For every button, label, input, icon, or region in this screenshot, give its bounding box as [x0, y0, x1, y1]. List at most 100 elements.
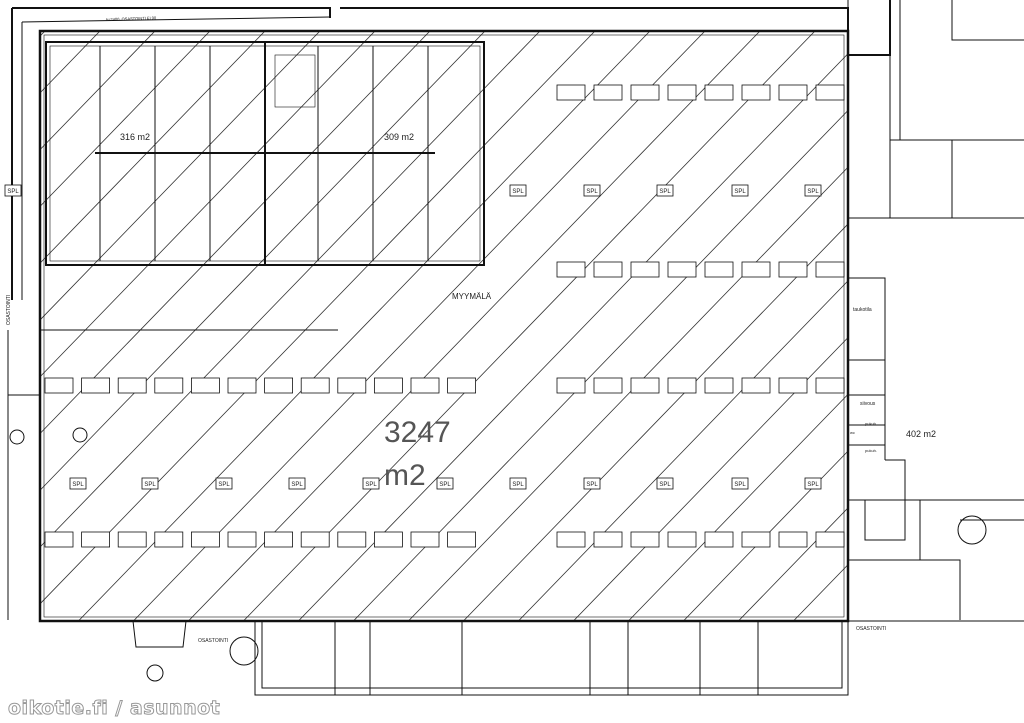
spl-label: SPL — [659, 482, 671, 488]
shelf-unit — [667, 261, 697, 278]
hatch-line — [40, 31, 211, 208]
spl-marker — [731, 477, 749, 490]
shelf-unit — [373, 377, 403, 394]
room-402-label: 402 m2 — [906, 429, 936, 439]
hatch-line — [40, 31, 321, 321]
taukotila-label: taukotila — [853, 307, 872, 313]
shelf-unit — [815, 84, 845, 101]
hatch-line — [40, 31, 431, 435]
shelf-unit — [227, 531, 257, 548]
hatch-line — [77, 31, 651, 621]
shelf-unit — [815, 531, 845, 548]
spl-marker — [69, 477, 87, 490]
spl-marker — [4, 184, 22, 197]
spl-marker — [583, 184, 601, 197]
spl-marker — [362, 477, 380, 490]
shelf-unit — [667, 531, 697, 548]
shelf-unit — [778, 377, 808, 394]
spl-marker — [436, 477, 454, 490]
spl-label: SPL — [807, 189, 819, 195]
shelf-unit — [741, 531, 771, 548]
shelf-unit — [373, 531, 403, 548]
shelf-unit — [704, 531, 734, 548]
hatch-line — [462, 223, 848, 621]
pukuh-label-1: pukuh. — [865, 421, 877, 426]
shelf-unit — [667, 377, 697, 394]
hatch-line — [847, 620, 848, 621]
wc-label: wc — [850, 430, 855, 435]
shelf-unit — [117, 531, 147, 548]
spl-marker — [583, 477, 601, 490]
spl-label: SPL — [586, 189, 598, 195]
shelf-unit — [741, 261, 771, 278]
shelf-unit — [593, 531, 623, 548]
room-309-label: 309 m2 — [384, 132, 414, 142]
shelf-unit — [741, 84, 771, 101]
shelf-unit — [593, 261, 623, 278]
spl-marker — [804, 184, 822, 197]
hatching — [40, 0, 1024, 640]
shelf-unit — [227, 377, 257, 394]
shelf-unit — [264, 377, 294, 394]
shelf-unit — [815, 261, 845, 278]
hatch-line — [885, 0, 1024, 640]
shelf-unit — [704, 84, 734, 101]
shelf-unit — [556, 531, 586, 548]
watermark: oikotie.fi / asunnot — [7, 697, 221, 720]
shelf-unit — [447, 377, 477, 394]
spl-label: SPL — [439, 482, 451, 488]
shelving-fixtures — [4, 84, 845, 548]
spl-label: SPL — [144, 482, 156, 488]
shelf-unit — [556, 261, 586, 278]
shelf-unit — [556, 84, 586, 101]
myymala-label: MYYMÄLÄ — [452, 292, 492, 301]
spl-marker — [656, 184, 674, 197]
shelf-unit — [556, 377, 586, 394]
hatch-line — [40, 31, 156, 151]
shelf-unit — [300, 531, 330, 548]
spl-label: SPL — [807, 482, 819, 488]
shelf-unit — [410, 531, 440, 548]
shelf-unit — [44, 377, 74, 394]
shelf-unit — [778, 531, 808, 548]
shelf-unit — [190, 377, 220, 394]
spl-marker — [288, 477, 306, 490]
shelf-unit — [630, 531, 660, 548]
top-wall-note: h=2400, OSASTOINTI EI 90 — [106, 15, 157, 22]
shelf-unit — [630, 84, 660, 101]
spl-marker — [804, 477, 822, 490]
shelf-unit — [593, 84, 623, 101]
hatch-line — [40, 31, 266, 264]
spl-label: SPL — [586, 482, 598, 488]
shelf-unit — [704, 261, 734, 278]
shelf-unit — [778, 261, 808, 278]
spl-marker — [509, 477, 527, 490]
spl-label: SPL — [659, 189, 671, 195]
main-area-number: 3247 — [384, 416, 451, 449]
spl-marker — [731, 184, 749, 197]
shelf-unit — [154, 531, 184, 548]
spl-label: SPL — [218, 482, 230, 488]
osastointi-label-right: OSASTOINTI — [856, 626, 886, 632]
spl-label: SPL — [291, 482, 303, 488]
shelf-unit — [741, 377, 771, 394]
labels: 316 m2 309 m2 MYYMÄLÄ 3247 m2 402 m2 tau… — [6, 15, 936, 644]
shelf-unit — [337, 377, 367, 394]
osastointi-label-bottom: OSASTOINTI — [198, 638, 228, 644]
shelf-unit — [778, 84, 808, 101]
hatch-line — [407, 166, 848, 621]
pukuh-label-2: pukuh. — [865, 448, 877, 453]
spl-marker — [509, 184, 527, 197]
spl-label: SPL — [72, 482, 84, 488]
shelf-unit — [593, 377, 623, 394]
shelf-unit — [300, 377, 330, 394]
spl-label: SPL — [512, 189, 524, 195]
shelf-unit — [410, 377, 440, 394]
shelf-unit — [81, 531, 110, 548]
shelf-unit — [630, 261, 660, 278]
spl-label: SPL — [734, 482, 746, 488]
spl-marker — [656, 477, 674, 490]
shelf-unit — [117, 377, 147, 394]
osastointi-label-left: OSASTOINTI — [6, 295, 12, 325]
